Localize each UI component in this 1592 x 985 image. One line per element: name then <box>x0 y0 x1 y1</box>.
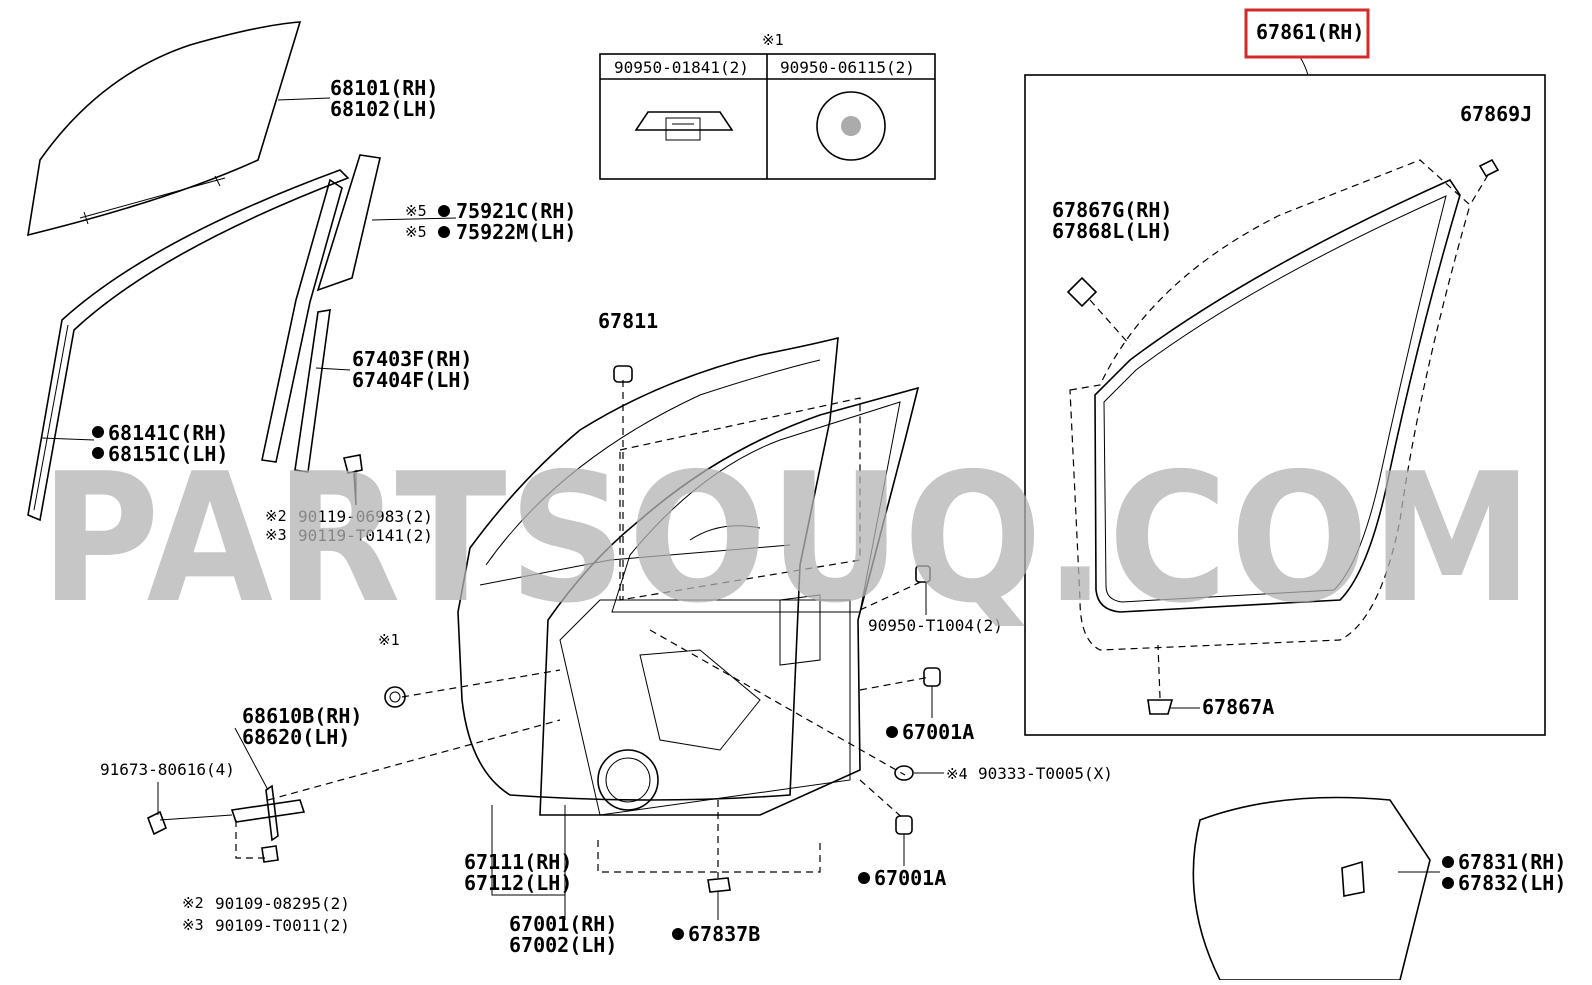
belt-garnish[interactable] <box>316 154 381 292</box>
clip-illustration-icon <box>634 111 734 141</box>
label-bolt5-note: ※3 <box>182 916 204 934</box>
new-part-bullet-icon <box>1442 856 1454 868</box>
label-panel-rh[interactable]: 67111(RH) <box>464 850 572 874</box>
label-check-lh[interactable]: 68620(LH) <box>242 725 350 749</box>
new-part-bullet-icon <box>858 872 870 884</box>
label-channel-rh[interactable]: 67403F(RH) <box>352 347 472 371</box>
hole-plug-icon <box>384 686 406 708</box>
cushion-67811-icon <box>613 365 633 383</box>
clip-b-icon <box>707 877 731 893</box>
label-plug-note: ※1 <box>378 631 400 649</box>
label-plug-x[interactable]: 90333-T0005(X) <box>978 764 1113 783</box>
cushion-a1-icon <box>923 667 941 687</box>
label-glass-lh[interactable]: 68102(LH) <box>330 97 438 121</box>
plug-x-icon <box>894 765 914 781</box>
label-bolt1[interactable]: 90119-06983(2) <box>298 507 433 526</box>
label-clip-l-lh[interactable]: 67868L(LH) <box>1052 219 1172 243</box>
new-part-bullet-icon <box>672 928 684 940</box>
label-run-rh[interactable]: 68141C(RH) <box>108 421 228 445</box>
label-clip-j[interactable]: 67869J <box>1460 102 1532 126</box>
clip-a-icon <box>1147 644 1174 715</box>
service-hole-seal[interactable] <box>1192 796 1431 981</box>
label-bolt4-note: ※2 <box>182 894 204 912</box>
label-plug-x-note: ※4 <box>946 765 968 783</box>
new-part-bullet-icon <box>1442 877 1454 889</box>
label-clip-a[interactable]: 67867A <box>1202 695 1274 719</box>
division-channel[interactable] <box>261 178 343 473</box>
door-weatherstrip[interactable] <box>1069 159 1471 651</box>
nut-icon <box>915 565 931 583</box>
door-glass[interactable] <box>27 21 302 237</box>
label-cushion-a1[interactable]: 67001A <box>902 720 974 744</box>
new-part-bullet-icon <box>438 226 450 238</box>
weatherstrip-frame <box>1024 74 1546 736</box>
label-door-lh[interactable]: 67002(LH) <box>509 933 617 957</box>
check-bolt-lower-icon <box>261 845 279 863</box>
label-check-rh[interactable]: 68610B(RH) <box>242 704 362 728</box>
highlight-box <box>1244 8 1370 59</box>
label-garnish-lh[interactable]: 75922M(LH) <box>456 220 576 244</box>
label-nut[interactable]: 90950-T1004(2) <box>868 616 1003 635</box>
kit-table-col1[interactable]: 90950-01841(2) <box>614 58 749 77</box>
clip-g-icon <box>1066 276 1131 346</box>
kit-table: ※1 90950-01841(2) 90950-06115(2) <box>599 31 936 180</box>
cushion-a2-icon <box>895 815 913 835</box>
label-channel-lh[interactable]: 67404F(LH) <box>352 368 472 392</box>
label-door-rh[interactable]: 67001(RH) <box>509 912 617 936</box>
label-bolt2-note: ※3 <box>265 526 287 544</box>
kit-table-note: ※1 <box>762 31 784 49</box>
label-glass-rh[interactable]: 68101(RH) <box>330 76 438 100</box>
label-cushion-a2[interactable]: 67001A <box>874 866 946 890</box>
label-bolt1-note: ※2 <box>265 507 287 525</box>
label-seal-rh[interactable]: 67831(RH) <box>1458 850 1566 874</box>
label-bolt3[interactable]: 91673-80616(4) <box>100 760 235 779</box>
new-part-bullet-icon <box>438 205 450 217</box>
label-garnish-note-2: ※5 <box>405 223 427 241</box>
glass-run[interactable] <box>27 169 350 522</box>
label-cushion-67811[interactable]: 67811 <box>598 309 658 333</box>
label-bolt2[interactable]: 90119-T0141(2) <box>298 526 433 545</box>
label-weatherstrip-rh[interactable]: 67861(RH) <box>1256 20 1364 44</box>
label-clip-b[interactable]: 67837B <box>688 922 760 946</box>
label-clip-g-rh[interactable]: 67867G(RH) <box>1052 198 1172 222</box>
check-bolt-icon <box>146 810 233 836</box>
label-panel-lh[interactable]: 67112(LH) <box>464 871 572 895</box>
label-bolt5[interactable]: 90109-T0011(2) <box>215 916 350 935</box>
door-inner-frame[interactable] <box>539 386 920 816</box>
label-garnish-rh[interactable]: 75921C(RH) <box>456 199 576 223</box>
new-part-bullet-icon <box>886 726 898 738</box>
service-hole-cover <box>597 397 861 873</box>
clip-j-icon <box>1469 158 1500 206</box>
watermark: PARTSOUQ.COM <box>40 435 1535 642</box>
label-run-lh[interactable]: 68151C(LH) <box>108 442 228 466</box>
new-part-bullet-icon <box>92 447 104 459</box>
door-outer-panel[interactable] <box>457 336 839 801</box>
label-garnish-note-1: ※5 <box>405 202 427 220</box>
plug-illustration-icon <box>816 91 886 161</box>
new-part-bullet-icon <box>92 426 104 438</box>
label-bolt4[interactable]: 90109-08295(2) <box>215 894 350 913</box>
kit-table-col2[interactable]: 90950-06115(2) <box>780 58 915 77</box>
door-check[interactable] <box>230 784 306 842</box>
label-seal-lh[interactable]: 67832(LH) <box>1458 871 1566 895</box>
